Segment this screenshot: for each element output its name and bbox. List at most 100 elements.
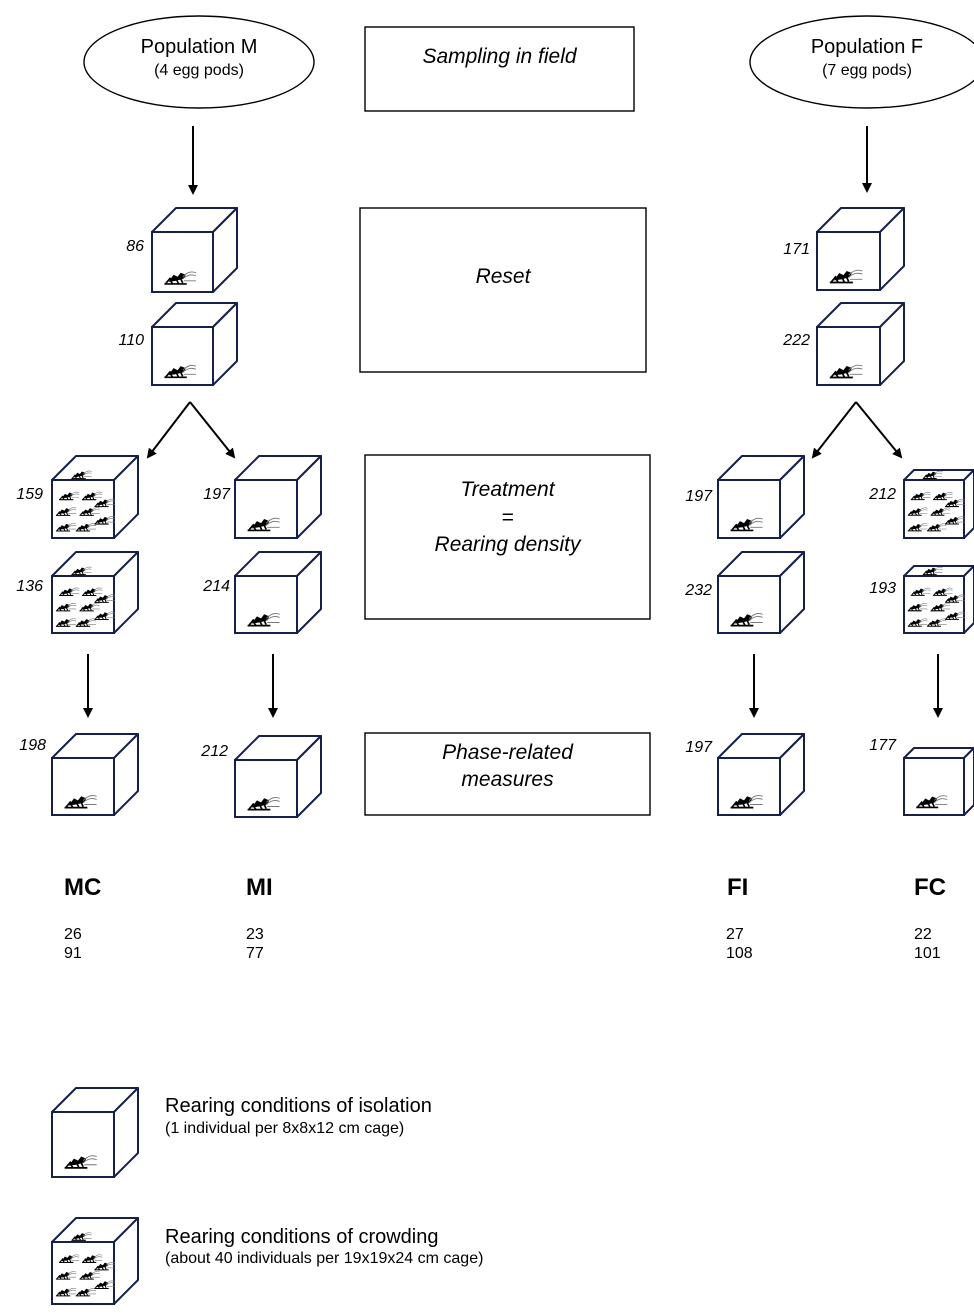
locust-icon [94, 611, 115, 620]
legend-crowding-cube-icon [51, 1217, 139, 1305]
locust-icon [932, 491, 953, 501]
population-f-subtitle: (7 egg pods) [822, 62, 912, 79]
stage-reset-label: Reset [475, 265, 531, 288]
group-mc-value-2: 91 [64, 945, 82, 962]
cage-cube-fc-phase [903, 747, 974, 816]
locust-icon [922, 566, 943, 576]
cage-cube-m-reset-2 [151, 302, 238, 386]
cage-cube-mi-treat-1 [234, 455, 322, 539]
stage-treatment-box [364, 454, 651, 620]
locust-icon [94, 1280, 115, 1289]
locust-icon [59, 587, 80, 597]
stage-sampling-label: Sampling in field [422, 45, 577, 68]
cage-cube-mc-phase [51, 733, 139, 816]
locust-icon [926, 523, 947, 532]
locust-icon [907, 603, 928, 612]
locust-icon [922, 470, 943, 480]
locust-icon [94, 516, 115, 525]
group-mc-label: MC [64, 874, 102, 901]
group-fc-label: FC [914, 874, 946, 901]
locust-icon [910, 491, 931, 501]
stage-sampling-box [364, 26, 635, 112]
cage-cube-m-reset-1 [151, 207, 238, 293]
locust-icon [79, 602, 100, 612]
group-fc-value-2: 101 [914, 945, 941, 962]
locust-icon [71, 566, 92, 576]
population-m-ellipse [83, 15, 315, 109]
locust-icon [75, 523, 97, 532]
cage-cube-fc-treat-1 [903, 469, 974, 539]
legend-crowding-subtitle: (about 40 individuals per 19x19x24 cm ca… [165, 1250, 484, 1267]
locust-icon [247, 613, 280, 627]
locust-icon [829, 364, 863, 379]
locust-icon [930, 603, 951, 612]
locust-icon [730, 613, 763, 627]
count-mi-phase: 212 [201, 743, 228, 760]
stage-treatment-line3: Rearing density [434, 533, 581, 556]
count-mi-treat-1: 197 [203, 486, 230, 503]
legend-isolation-subtitle: (1 individual per 8x8x12 cm cage) [165, 1120, 405, 1137]
cage-cube-fi-treat-2 [717, 551, 805, 634]
locust-icon [64, 795, 97, 809]
locust-icon [81, 587, 103, 597]
stage-treatment-line2: = [501, 506, 514, 529]
locust-icon [81, 491, 103, 501]
group-fi-value-1: 27 [726, 926, 744, 943]
locust-icon [907, 507, 928, 516]
population-m-title: Population M [140, 36, 258, 58]
locust-icon [55, 1271, 77, 1280]
legend-isolation-title: Rearing conditions of isolation [165, 1095, 432, 1117]
cage-cube-f-reset-1 [816, 207, 905, 291]
cage-cube-fi-treat-1 [717, 455, 805, 539]
locust-icon [944, 498, 965, 508]
locust-icon [916, 795, 948, 809]
group-fi-value-2: 108 [726, 945, 753, 962]
locust-icon [930, 507, 951, 516]
stage-reset-box [359, 207, 647, 373]
locust-icon [247, 517, 280, 532]
arrow-f-to-fc [855, 401, 903, 459]
count-m-reset-1: 86 [126, 238, 144, 255]
locust-icon [71, 1232, 92, 1241]
locust-icon [730, 517, 763, 532]
locust-icon [55, 618, 77, 627]
cage-cube-mc-treat-1 [51, 455, 139, 539]
locust-icon [75, 618, 97, 627]
group-mi-value-1: 23 [246, 926, 264, 943]
legend-isolation-cube-icon [51, 1087, 139, 1178]
arrow-f-to-fi [811, 401, 857, 459]
locust-icon [944, 516, 965, 525]
stage-treatment-line1: Treatment [460, 478, 555, 501]
count-mc-treat-1: 159 [16, 486, 43, 503]
count-mi-treat-2: 214 [203, 578, 230, 595]
legend-crowding-title: Rearing conditions of crowding [165, 1226, 439, 1248]
cage-cube-f-reset-2 [816, 302, 905, 386]
locust-icon [81, 1254, 103, 1263]
population-f-title: Population F [810, 36, 924, 58]
count-mc-phase: 198 [19, 737, 46, 754]
cage-cube-mc-treat-2 [51, 551, 139, 634]
locust-icon [926, 618, 947, 627]
locust-icon [59, 491, 80, 501]
locust-icon [71, 470, 92, 480]
cage-cube-mi-treat-2 [234, 551, 322, 634]
count-f-reset-1: 171 [783, 241, 810, 258]
locust-icon [730, 795, 763, 809]
locust-icon [932, 587, 953, 596]
stage-phase-box [364, 732, 651, 816]
locust-icon [94, 498, 115, 508]
count-fc-phase: 177 [869, 737, 896, 754]
locust-icon [79, 507, 100, 516]
locust-icon [944, 611, 965, 620]
locust-icon [55, 507, 77, 516]
locust-icon [94, 1261, 115, 1271]
population-f-ellipse [749, 15, 974, 109]
count-mc-treat-2: 136 [16, 578, 43, 595]
count-f-reset-2: 222 [783, 332, 810, 349]
locust-icon [75, 1287, 97, 1297]
group-mc-value-1: 26 [64, 926, 82, 943]
locust-icon [79, 1271, 100, 1280]
count-fi-phase: 197 [685, 739, 712, 756]
cage-cube-fc-treat-2 [903, 565, 974, 634]
